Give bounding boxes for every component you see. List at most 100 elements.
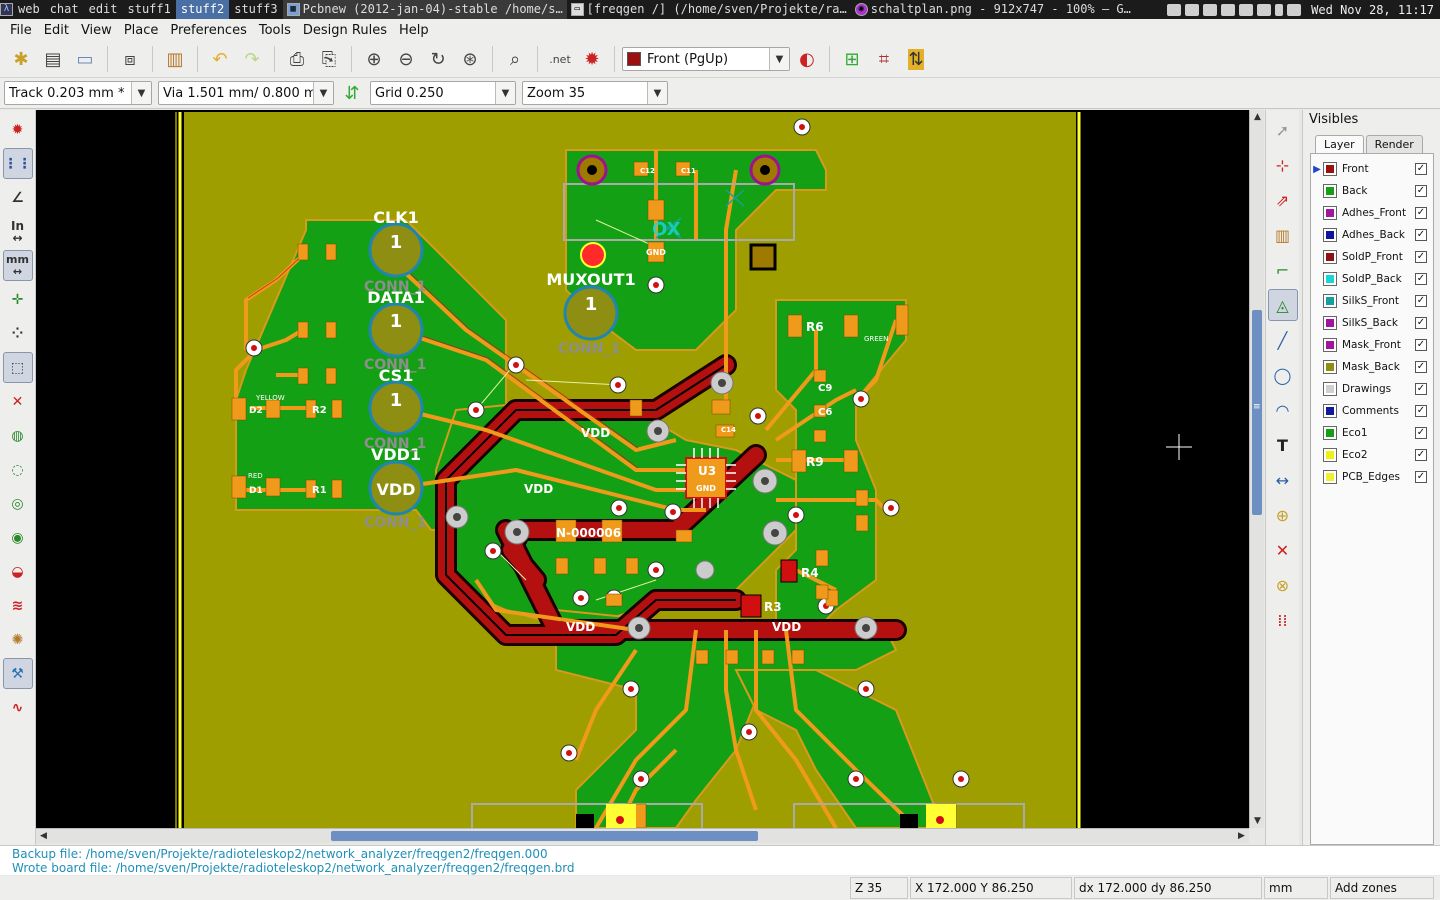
zoom-select[interactable]: Zoom 35 ▼: [522, 81, 668, 105]
redraw-button[interactable]: ↻: [423, 44, 453, 74]
zoom-out-button[interactable]: ⊖: [391, 44, 421, 74]
microwave-tools-button[interactable]: ⚒: [2, 658, 33, 689]
add-dimension-button[interactable]: ↔: [1268, 464, 1298, 496]
place-offset-button[interactable]: ⊗: [1268, 569, 1298, 601]
chat-tray-icon[interactable]: [1203, 3, 1218, 16]
units-mm-button[interactable]: mm↔: [2, 250, 33, 281]
layer-color-swatch[interactable]: [1323, 184, 1337, 198]
layer-color-swatch[interactable]: [1323, 470, 1337, 484]
workspace-stuff2[interactable]: stuff2: [175, 0, 230, 19]
layer-color-swatch[interactable]: [1323, 426, 1337, 440]
layer-color-swatch[interactable]: [1323, 294, 1337, 308]
layer-color-swatch[interactable]: [1323, 272, 1337, 286]
layer-row-silks_front[interactable]: SilkS_Front✓: [1311, 290, 1433, 312]
freeroute-button[interactable]: ⇅: [901, 44, 931, 74]
horizontal-scroll-thumb[interactable]: [331, 831, 758, 841]
layer-visible-checkbox[interactable]: ✓: [1415, 449, 1427, 461]
cursor-shape-button[interactable]: ✛: [3, 284, 33, 315]
add-zone-button[interactable]: ◬: [1267, 289, 1298, 321]
layer-color-swatch[interactable]: [1323, 382, 1337, 396]
layer-row-back[interactable]: Back✓: [1311, 180, 1433, 202]
high-contrast-button[interactable]: ✺: [3, 624, 33, 655]
menu-edit[interactable]: Edit: [43, 22, 69, 38]
layer-row-pcb_edges[interactable]: PCB_Edges✓: [1311, 466, 1433, 488]
track-width-select[interactable]: Track 0.203 mm * ▼: [4, 81, 152, 105]
network-tray-icon[interactable]: [1221, 3, 1236, 16]
layer-row-silks_back[interactable]: SilkS_Back✓: [1311, 312, 1433, 334]
track-sketch-button[interactable]: ≋: [3, 590, 33, 621]
task-terminal[interactable]: ▭[freqgen /] (/home/sven/Projekte/ra…: [567, 0, 851, 19]
layer-row-mask_back[interactable]: Mask_Back✓: [1311, 356, 1433, 378]
module-editor-button[interactable]: ▥: [160, 44, 190, 74]
layer-select[interactable]: Front (PgUp) ▼: [622, 47, 790, 71]
scroll-up-icon[interactable]: ▲: [1254, 112, 1261, 122]
layer-visible-checkbox[interactable]: ✓: [1415, 361, 1427, 373]
layer-row-eco1[interactable]: Eco1✓: [1311, 422, 1433, 444]
layer-row-adhes_back[interactable]: Adhes_Back✓: [1311, 224, 1433, 246]
workspace-web[interactable]: web: [18, 2, 40, 16]
bag-tray-icon[interactable]: [1185, 3, 1200, 16]
workspace-stuff1[interactable]: stuff1: [127, 2, 171, 16]
add-arc-button[interactable]: ◠: [1268, 394, 1298, 426]
add-circle-button[interactable]: ◯: [1268, 359, 1298, 391]
save-board-button[interactable]: ▭: [70, 44, 100, 74]
layer-color-swatch[interactable]: [1323, 228, 1337, 242]
clock[interactable]: Wed Nov 28, 11:17: [1311, 2, 1434, 17]
zoom-in-button[interactable]: ⊕: [359, 44, 389, 74]
zone-sketch-mode-button[interactable]: ◎: [3, 488, 33, 519]
grid-toggle-button[interactable]: ⋮⋮: [2, 148, 33, 179]
menu-file[interactable]: File: [10, 22, 32, 38]
grid-select[interactable]: Grid 0.250 ▼: [370, 81, 516, 105]
scroll-right-icon[interactable]: ▶: [1238, 831, 1245, 841]
layer-row-front[interactable]: ▶Front✓: [1311, 158, 1433, 180]
layer-visible-checkbox[interactable]: ✓: [1415, 163, 1427, 175]
pcb-canvas[interactable]: CLK1 DATA1 CS1 VDD1 MUXOUT1 1 1 1 VDD 1 …: [36, 110, 1249, 828]
menu-design-rules[interactable]: Design Rules: [302, 22, 387, 38]
workspace-edit[interactable]: edit: [88, 2, 118, 16]
show-ratsnest-button[interactable]: ⁘: [3, 318, 33, 349]
zone-fill-mode-button[interactable]: ◍: [3, 420, 33, 451]
via-sketch-button[interactable]: ◒: [3, 556, 33, 587]
autoplace-button[interactable]: ⊞: [837, 44, 867, 74]
layer-visible-checkbox[interactable]: ✓: [1415, 383, 1427, 395]
layer-visible-checkbox[interactable]: ✓: [1415, 229, 1427, 241]
layer-color-swatch[interactable]: [1323, 360, 1337, 374]
scroll-left-icon[interactable]: ◀: [40, 831, 47, 841]
drc-off-button[interactable]: ✹: [3, 114, 33, 145]
notes-tray-icon[interactable]: [1167, 3, 1182, 16]
add-target-button[interactable]: ⊕: [1268, 499, 1298, 531]
select-tool-button[interactable]: ➚: [1268, 114, 1298, 146]
menu-place[interactable]: Place: [123, 22, 159, 38]
layer-visible-checkbox[interactable]: ✓: [1415, 405, 1427, 417]
plot-button[interactable]: ⎘: [314, 44, 344, 74]
layer-row-adhes_front[interactable]: Adhes_Front✓: [1311, 202, 1433, 224]
add-track-button[interactable]: ⌐: [1268, 254, 1298, 286]
find-button[interactable]: ⌕: [500, 44, 530, 74]
layer-row-soldp_back[interactable]: SoldP_Back✓: [1311, 268, 1433, 290]
layer-row-eco2[interactable]: Eco2✓: [1311, 444, 1433, 466]
autoroute-button[interactable]: ⌗: [869, 44, 899, 74]
layer-visible-checkbox[interactable]: ✓: [1415, 427, 1427, 439]
layer-visible-checkbox[interactable]: ✓: [1415, 207, 1427, 219]
app-menu-icon[interactable]: λ: [0, 3, 13, 16]
layer-color-swatch[interactable]: [1323, 338, 1337, 352]
auto-delete-track-button[interactable]: ✕: [3, 386, 33, 417]
tab-layer[interactable]: Layer: [1315, 135, 1364, 153]
horizontal-scrollbar[interactable]: ◀ ▶: [36, 828, 1249, 843]
microwave-shape-button[interactable]: ∿: [3, 692, 33, 723]
layer-color-swatch[interactable]: [1323, 316, 1337, 330]
layer-visible-checkbox[interactable]: ✓: [1415, 317, 1427, 329]
layer-visible-checkbox[interactable]: ✓: [1415, 273, 1427, 285]
workspace-stuff3[interactable]: stuff3: [234, 2, 278, 16]
menu-tools[interactable]: Tools: [258, 22, 291, 38]
local-ratsnest-button[interactable]: ⇗: [1268, 184, 1298, 216]
tab-render[interactable]: Render: [1365, 135, 1423, 153]
layer-color-swatch[interactable]: [1323, 448, 1337, 462]
grid-origin-button[interactable]: ⁞⁞: [1268, 604, 1298, 636]
layer-color-swatch[interactable]: [1323, 250, 1337, 264]
vertical-scroll-thumb[interactable]: [1252, 310, 1262, 515]
zone-outline-mode-button[interactable]: ◌: [3, 454, 33, 485]
display-tray-icon[interactable]: [1257, 3, 1272, 16]
workspace-chat[interactable]: chat: [49, 2, 79, 16]
pad-sketch-button[interactable]: ◉: [3, 522, 33, 553]
